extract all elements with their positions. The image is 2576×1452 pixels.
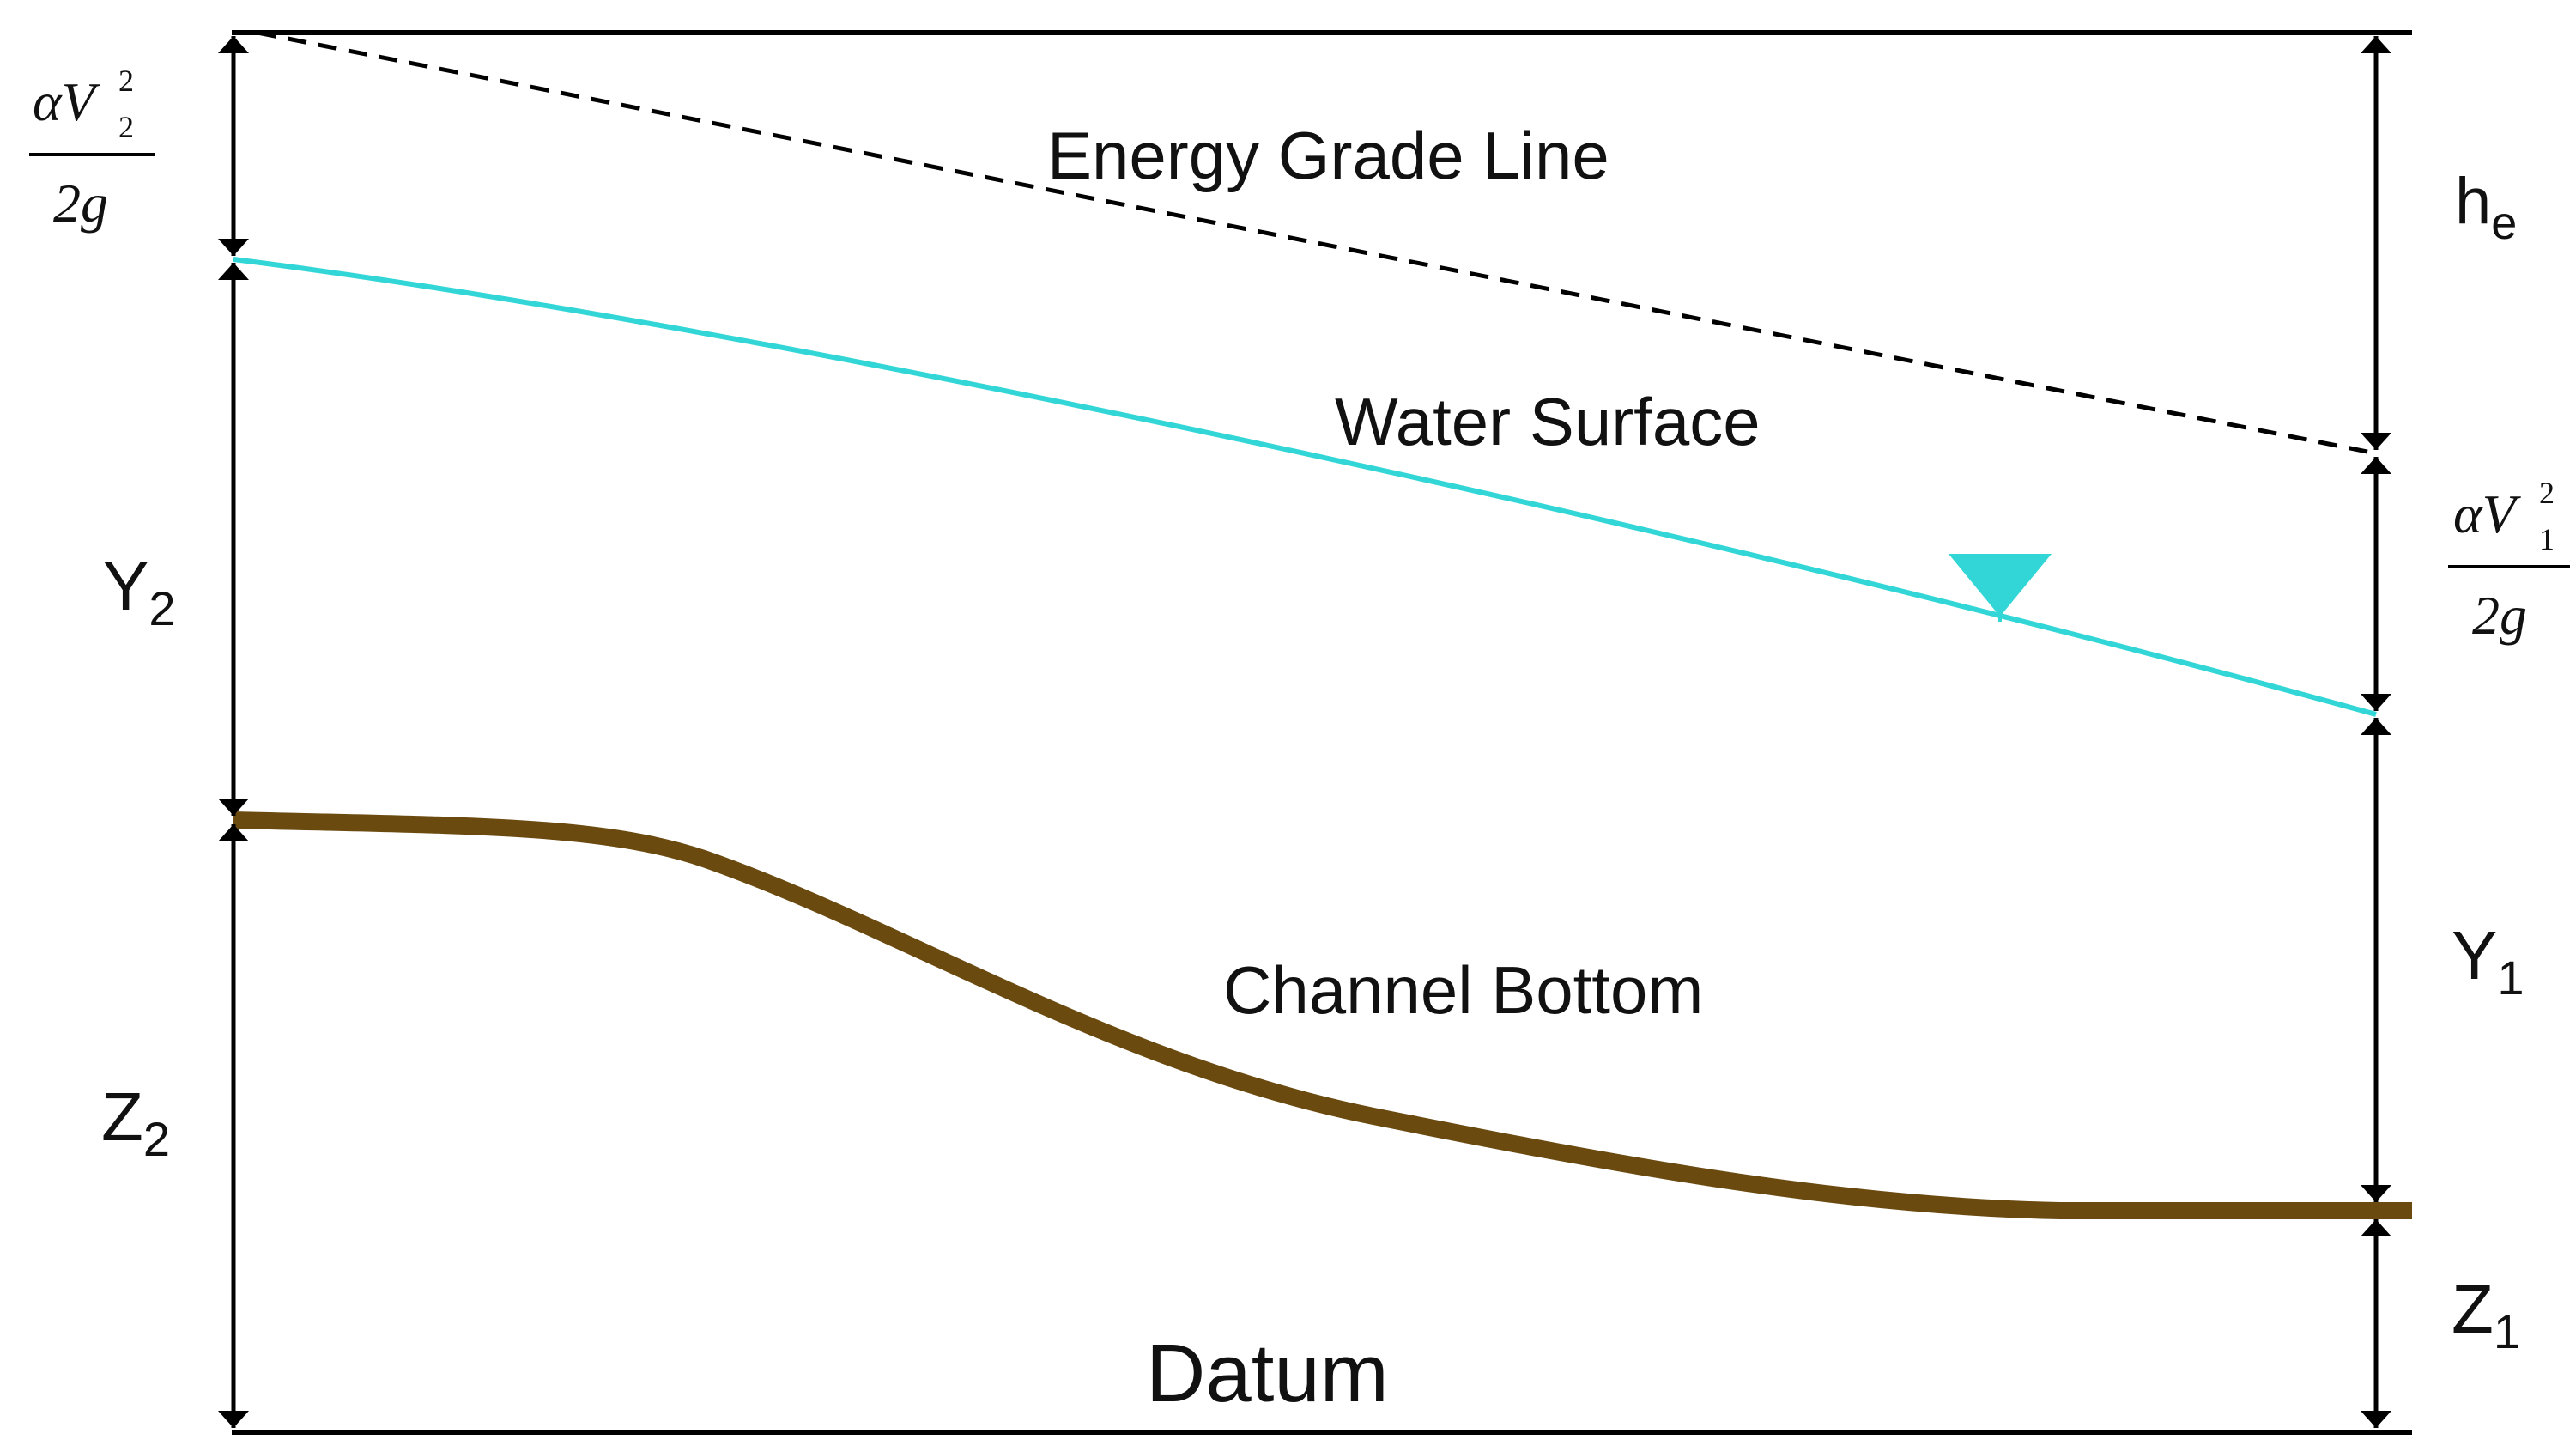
water-surface-label: Water Surface xyxy=(1335,384,1761,459)
svg-text:2g: 2g xyxy=(2472,585,2527,646)
svg-text:2: 2 xyxy=(2539,476,2555,510)
svg-text:2: 2 xyxy=(118,64,134,98)
svg-text:αV: αV xyxy=(33,71,101,132)
left-velocity-head-label: αV 2 2 2g xyxy=(29,64,155,234)
datum-label: Datum xyxy=(1146,1327,1389,1419)
water-surface-triangle-icon xyxy=(1949,554,2052,617)
svg-text:αV: αV xyxy=(2453,483,2522,544)
channel-bottom-line xyxy=(233,811,2412,1219)
water-surface-line xyxy=(233,257,2377,717)
left-depth-label: Y2 xyxy=(103,548,176,635)
right-elevation-label: Z1 xyxy=(2452,1271,2520,1358)
right-head-loss-label: he xyxy=(2455,165,2517,249)
right-depth-label: Y1 xyxy=(2452,917,2524,1005)
energy-grade-line xyxy=(257,30,2377,456)
svg-text:1: 1 xyxy=(2539,522,2555,556)
energy-grade-line-label: Energy Grade Line xyxy=(1047,118,1609,193)
channel-bottom-label: Channel Bottom xyxy=(1223,952,1703,1028)
left-elevation-label: Z2 xyxy=(101,1078,170,1166)
right-velocity-head-label: αV 2 1 2g xyxy=(2448,476,2570,646)
svg-text:2: 2 xyxy=(118,110,134,144)
svg-text:2g: 2g xyxy=(53,173,108,234)
